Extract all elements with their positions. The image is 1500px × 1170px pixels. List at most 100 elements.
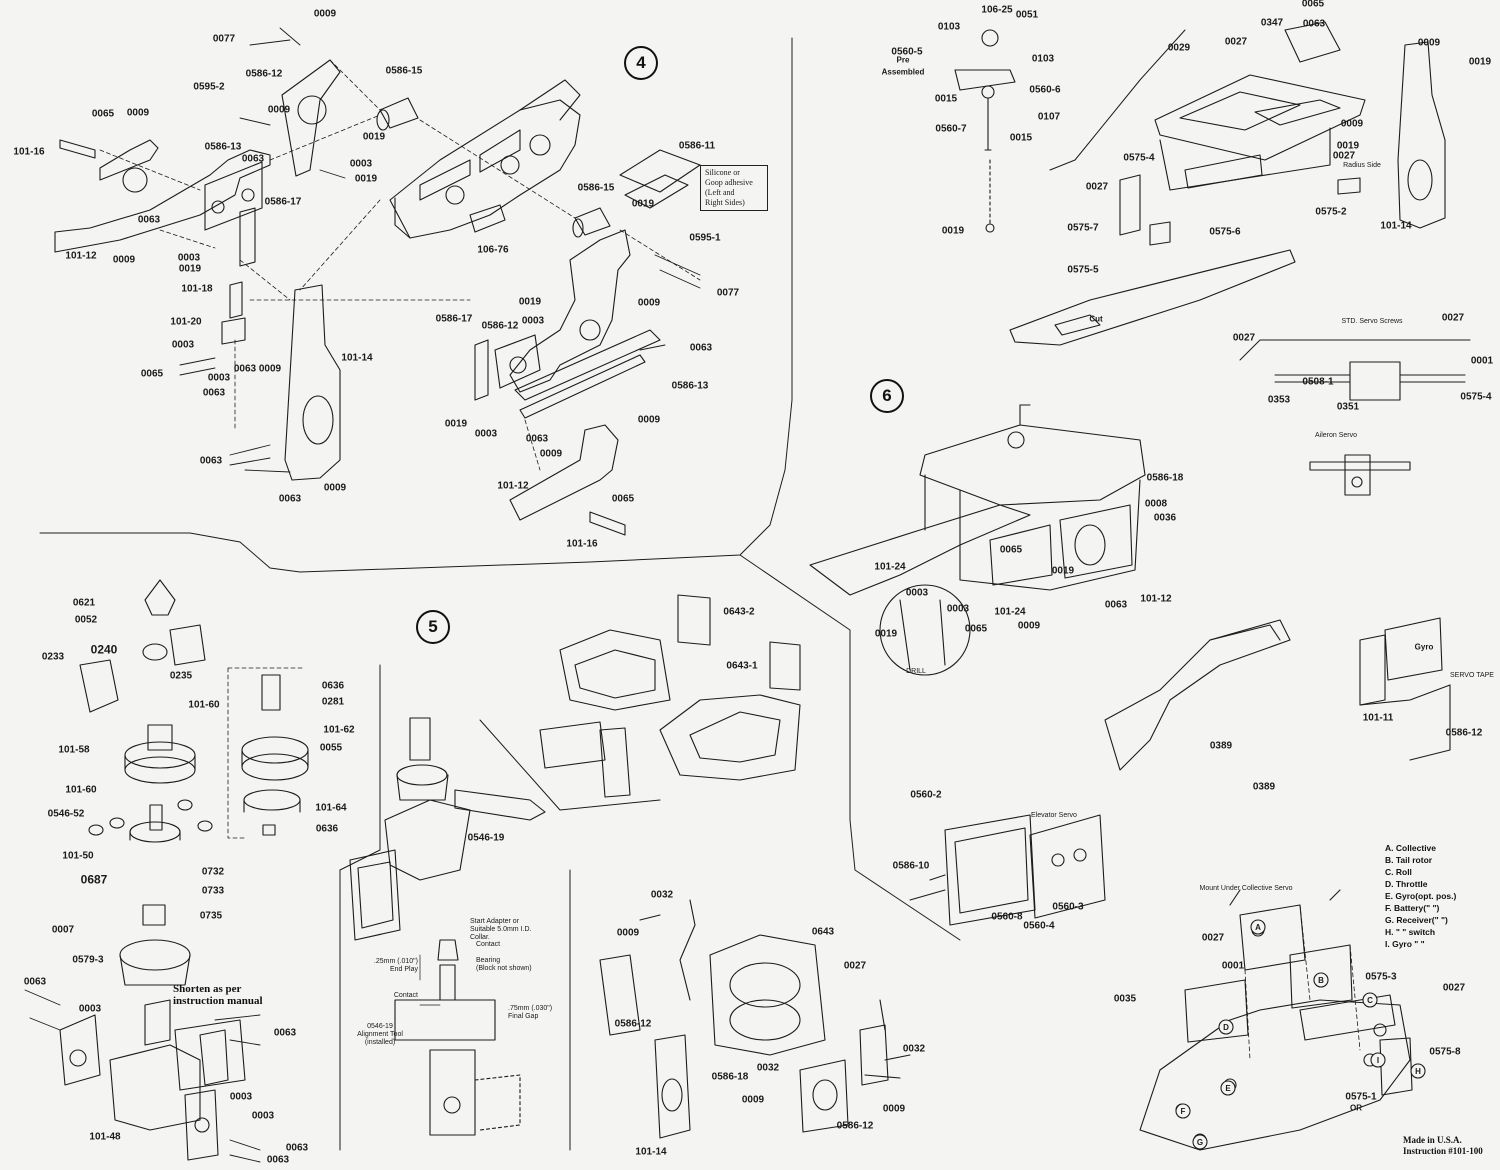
part-label: 0063 xyxy=(278,493,302,505)
legend-item: I. Gyro " " xyxy=(1385,939,1425,949)
part-label: 0009 xyxy=(616,927,640,939)
part-label: 0107 xyxy=(1037,111,1061,123)
part-label: 0353 xyxy=(1267,394,1291,406)
or-label: OR xyxy=(1350,1103,1362,1113)
legend-badges: A B C D E F G H I xyxy=(1175,919,1426,1150)
part-label: 0027 xyxy=(1442,982,1466,994)
part-label: 106-25 xyxy=(981,4,1013,16)
part-label: 0027 xyxy=(1232,332,1256,344)
part-label: 0015 xyxy=(1009,132,1033,144)
std-servo-screws-label: STD. Servo Screws xyxy=(1341,318,1403,325)
part-label: 0687 xyxy=(80,872,108,887)
part-label: 0575-1 xyxy=(1345,1091,1377,1103)
legend-item: B. Tail rotor xyxy=(1385,855,1433,865)
contact-label: Contact xyxy=(476,941,501,948)
part-label: 0560-3 xyxy=(1052,901,1084,913)
part-label: 101-62 xyxy=(323,724,355,736)
start-adapter-line3: Collar. xyxy=(470,934,490,941)
part-label: 0019 xyxy=(941,225,965,237)
part-label: 101-12 xyxy=(65,250,97,262)
part-label: 0009 xyxy=(323,482,347,494)
part-label: 101-12 xyxy=(497,480,529,492)
part-label: 0586-18 xyxy=(1146,472,1184,484)
part-label: 0015 xyxy=(934,93,958,105)
part-label: 101-18 xyxy=(181,283,213,295)
part-label: 0003 xyxy=(207,372,231,384)
part-label: 0063 xyxy=(233,363,257,375)
part-label: 0036 xyxy=(1153,512,1177,524)
part-label: 0560-5 xyxy=(891,46,923,58)
part-label: 0575-5 xyxy=(1067,264,1099,276)
part-label: 101-64 xyxy=(315,802,347,814)
part-label: 0009 xyxy=(539,448,563,460)
part-label: 0063 xyxy=(1302,18,1326,30)
part-label: 0546-19 xyxy=(467,832,505,844)
caption-line: Shorten as per xyxy=(173,983,242,995)
part-label: 0029 xyxy=(1167,42,1191,54)
part-label: 0643-2 xyxy=(723,606,755,618)
assembled-label: Assembled xyxy=(881,67,925,77)
part-label: 0586-12 xyxy=(836,1120,874,1132)
part-label: 0586-12 xyxy=(614,1018,652,1030)
part-label: 0575-2 xyxy=(1315,206,1347,218)
part-label: 0575-4 xyxy=(1460,391,1492,403)
part-label: 0063 xyxy=(1104,599,1128,611)
part-label: 0009 xyxy=(267,104,291,116)
part-label: 0063 xyxy=(273,1027,297,1039)
svg-text:F: F xyxy=(1181,1107,1186,1116)
part-label: 0065 xyxy=(999,544,1023,556)
part-label: 0027 xyxy=(1441,312,1465,324)
part-label: 0643 xyxy=(811,926,835,938)
part-label: 0560-2 xyxy=(910,789,942,801)
svg-text:D: D xyxy=(1223,1023,1229,1032)
aileron-servo-label: Aileron Servo xyxy=(1314,432,1358,439)
part-label: 0735 xyxy=(199,910,223,922)
part-label: 0586-12 xyxy=(1445,727,1483,739)
part-label: 0063 xyxy=(689,342,713,354)
part-label: 0019 xyxy=(1051,565,1075,577)
alignment-tool-line2: Alignment Tool xyxy=(357,1031,403,1038)
part-label: 0586-12 xyxy=(245,68,283,80)
part-label: 0575-6 xyxy=(1209,226,1241,238)
step-6-marker: 6 xyxy=(870,379,904,413)
part-label: 0586-15 xyxy=(385,65,423,77)
part-label: 0063 xyxy=(137,214,161,226)
part-label: 0389 xyxy=(1252,781,1276,793)
part-label: 0009 xyxy=(112,254,136,266)
part-label: 0019 xyxy=(354,173,378,185)
part-label: 0575-8 xyxy=(1429,1046,1461,1058)
part-label: 101-14 xyxy=(1380,220,1412,232)
legend-item: G. Receiver(" ") xyxy=(1385,915,1448,925)
note-line: Goop adhesive xyxy=(705,178,753,187)
part-label: 0586-12 xyxy=(481,320,519,332)
alignment-tool-line1: 0546-19 xyxy=(367,1023,393,1030)
svg-text:H: H xyxy=(1415,1067,1421,1076)
part-label: 0051 xyxy=(1015,9,1039,21)
part-label: 0009 xyxy=(637,414,661,426)
start-adapter-line1: Start Adapter or xyxy=(470,918,520,925)
part-label: 0009 xyxy=(1417,37,1441,49)
servo-legend: A. Collective B. Tail rotor C. Roll D. T… xyxy=(1385,842,1456,950)
part-label: 0019 xyxy=(444,418,468,430)
svg-text:E: E xyxy=(1225,1084,1231,1093)
part-label: 0019 xyxy=(631,198,655,210)
part-label: 0063 xyxy=(525,433,549,445)
step5-assembly xyxy=(24,579,911,1163)
part-label: 0035 xyxy=(1113,993,1137,1005)
part-label: 0586-13 xyxy=(204,141,242,153)
bearing-line1: Bearing xyxy=(476,957,501,964)
part-label: 0636 xyxy=(315,823,339,835)
start-adapter-line2: Suitable 5.0mm I.D. xyxy=(470,926,532,933)
part-label: 0732 xyxy=(201,866,225,878)
contact2-label: Contact xyxy=(393,992,418,999)
part-label: 0008 xyxy=(1144,498,1168,510)
part-label: 0575-3 xyxy=(1365,971,1397,983)
end-play-line1: .25mm (.010") xyxy=(373,958,418,965)
svg-text:G: G xyxy=(1197,1138,1203,1147)
part-label: 0508-1 xyxy=(1302,376,1334,388)
part-label: 0586-10 xyxy=(892,860,930,872)
part-label: 0063 xyxy=(266,1154,290,1166)
part-label: 0032 xyxy=(756,1062,780,1074)
part-label: 106-76 xyxy=(477,244,509,256)
